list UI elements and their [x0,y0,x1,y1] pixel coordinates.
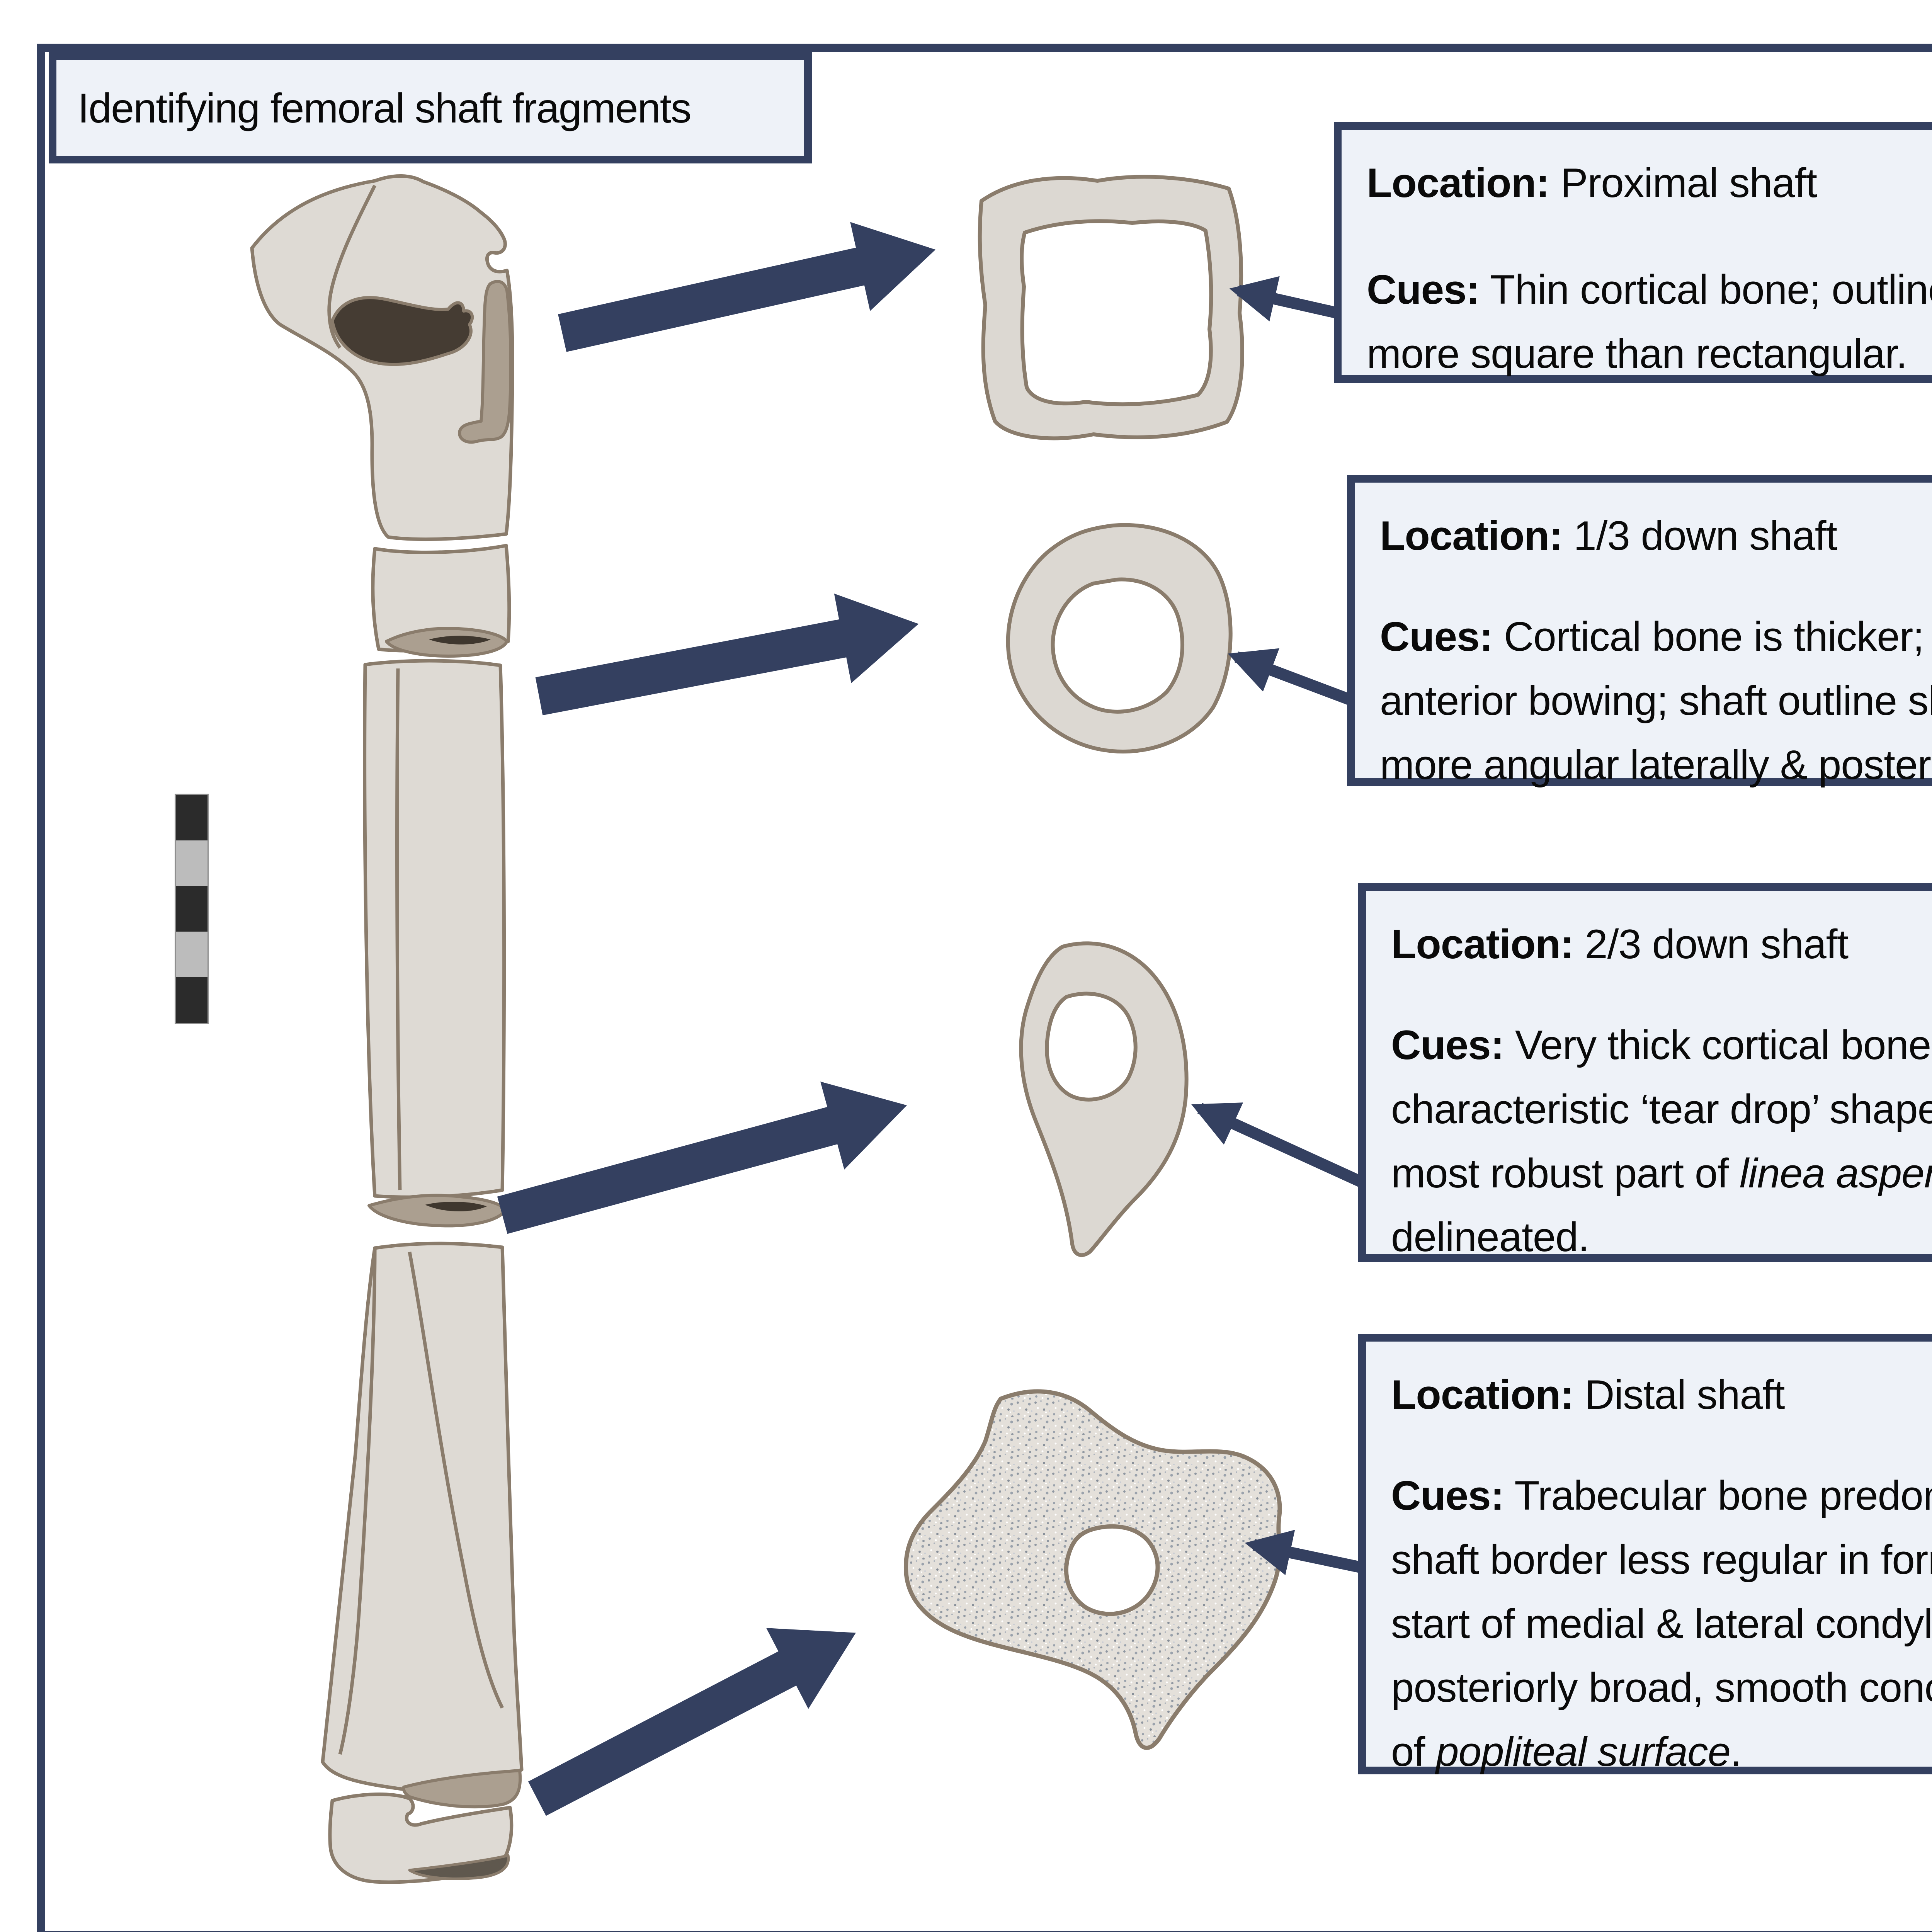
cross-section-proximal [978,175,1244,440]
location-value: Proximal shaft [1560,160,1817,206]
cues-value: Trabecular bone predominates; shaft bord… [1391,1472,1932,1775]
fracture-wedge-3 [402,1769,522,1809]
cues-label: Cues: [1391,1472,1504,1519]
fracture-tan-sliver [458,280,512,444]
cues-value: Cortical bone is thicker; some anterior … [1380,613,1932,788]
cross-section-distal [903,1389,1282,1750]
location-label: Location: [1380,512,1563,559]
location-label: Location: [1391,921,1574,967]
big-arrow-to-one-third-section [535,594,919,716]
callout-one-third-shaft: Location: 1/3 down shaft Cues: Cortical … [1347,475,1932,788]
fracture-dark-area [331,296,474,366]
scale-bar-segment [176,795,207,840]
location-value: 2/3 down shaft [1585,921,1849,967]
scale-bar-segment [176,886,207,932]
callout-two-thirds-shaft: Location: 2/3 down shaft Cues: Very thic… [1358,883,1932,1262]
cues-label: Cues: [1367,266,1480,313]
big-arrow-to-two-thirds-section [497,1082,907,1234]
linea-aspera-line-2 [408,1252,504,1709]
page-title: Identifying femoral shaft fragments [78,84,692,131]
callout-4-pointer-arrow [1245,1530,1366,1575]
location-label: Location: [1367,160,1549,206]
cross-section-two-thirds [1019,941,1189,1257]
big-arrow-to-distal-section [528,1628,856,1816]
callout-1-pointer-arrow [1229,276,1342,321]
location-value: Distal shaft [1585,1371,1785,1418]
cues-label: Cues: [1391,1021,1504,1068]
femur-bottom-fragment [328,1793,514,1884]
femur-illustration [250,174,524,1884]
scale-bar [175,794,209,1024]
callout-proximal-shaft: Location: Proximal shaft Cues: Thin cort… [1334,122,1932,383]
fracture-wedge-2-dark [425,1202,487,1212]
callout-2-pointer-arrow [1228,648,1357,707]
scale-bar-segment [176,932,207,977]
title-box: Identifying femoral shaft fragments [49,52,812,163]
trochanter-inner-line [327,184,377,349]
big-arrow-to-proximal-section [558,222,936,352]
scale-bar-segment [176,977,207,1023]
callout-distal-shaft: Location: Distal shaft Cues: Trabecular … [1358,1334,1932,1775]
fracture-wedge-1-dark [429,636,491,645]
cues-value: Very thick cortical bone; characteristic… [1391,1021,1932,1260]
callout-3-pointer-arrow [1191,1102,1367,1189]
linea-aspera-line-3 [338,1248,377,1755]
cross-section-one-third [1006,523,1233,754]
linea-aspera-line-1 [395,668,402,1190]
cues-label: Cues: [1380,613,1493,660]
bottom-fragment-dark-edge [408,1854,510,1880]
cues-value: Thin cortical bone; outline of shaft mor… [1367,266,1932,377]
location-value: 1/3 down shaft [1573,512,1837,559]
scale-bar-segment [176,840,207,886]
location-label: Location: [1391,1371,1574,1418]
